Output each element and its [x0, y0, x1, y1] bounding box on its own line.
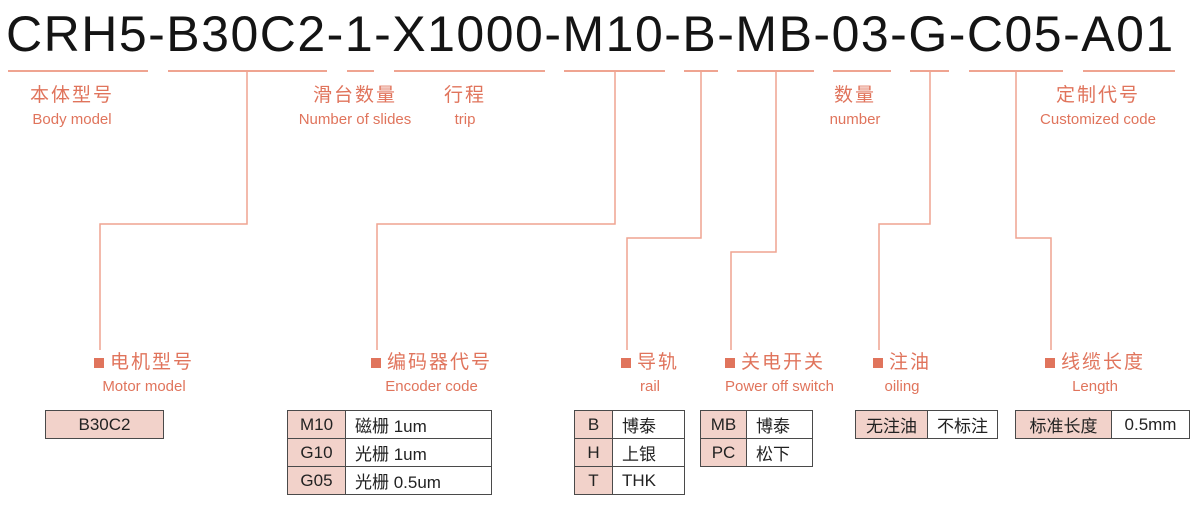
option-code-cell: 无注油 — [855, 410, 928, 439]
label-encoder-code: 编码器代号 Encoder code — [371, 351, 492, 395]
label-zh: 注油 — [889, 352, 932, 373]
option-code-cell: 标准长度 — [1015, 410, 1112, 439]
option-value-cell: 上银 — [612, 438, 685, 467]
motor-model-table: B30C2 — [45, 410, 164, 439]
option-code-cell: PC — [700, 438, 747, 467]
connector-power-off-switch — [730, 72, 777, 350]
label-oiling: 注油 oiling — [873, 351, 931, 395]
label-zh: 行程 — [443, 85, 487, 106]
bullet-icon — [94, 358, 104, 368]
option-code-cell: B30C2 — [45, 410, 164, 439]
label-zh: 线缆长度 — [1061, 352, 1146, 373]
label-en: Number of slides — [298, 111, 412, 128]
option-value-cell: 不标注 — [927, 410, 998, 439]
label-en: oiling — [884, 378, 920, 395]
table-row: B 博泰 — [574, 410, 685, 439]
option-value-cell: 光栅 1um — [345, 438, 492, 467]
option-value-cell: THK — [612, 466, 685, 495]
label-en: Body model — [32, 111, 112, 128]
label-en: Customized code — [1040, 111, 1156, 128]
option-code-cell: MB — [700, 410, 747, 439]
table-row: H 上银 — [574, 438, 685, 467]
label-zh: 关电开关 — [741, 352, 826, 373]
table-row: PC 松下 — [700, 438, 813, 467]
label-en: Length — [1072, 378, 1118, 395]
option-code-cell: T — [574, 466, 613, 495]
table-row: M10 磁栅 1um — [287, 410, 492, 439]
table-row: G10 光栅 1um — [287, 438, 492, 467]
option-value-cell: 磁栅 1um — [345, 410, 492, 439]
table-row: 无注油 不标注 — [855, 410, 998, 439]
oiling-table: 无注油 不标注 — [855, 410, 998, 439]
label-zh: 滑台数量 — [312, 85, 398, 106]
bullet-icon — [371, 358, 381, 368]
label-number-of-slides: 滑台数量 Number of slides — [299, 84, 412, 128]
option-value-cell: 光栅 0.5um — [345, 466, 492, 495]
table-row: T THK — [574, 466, 685, 495]
label-zh: 导轨 — [637, 352, 680, 373]
connector-rail — [626, 72, 702, 350]
label-body-model: 本体型号 Body model — [30, 84, 114, 128]
option-code-cell: M10 — [287, 410, 346, 439]
bullet-icon — [1045, 358, 1055, 368]
label-cable-length: 线缆长度 Length — [1045, 351, 1145, 395]
option-value-cell: 松下 — [746, 438, 813, 467]
label-zh: 数量 — [833, 85, 877, 106]
cable-length-table: 标准长度 0.5mm — [1015, 410, 1190, 439]
label-power-off-switch: 关电开关 Power off switch — [725, 351, 834, 395]
label-quantity: 数量 number — [830, 84, 881, 128]
option-value-cell: 博泰 — [746, 410, 813, 439]
label-en: Motor model — [102, 378, 186, 395]
label-zh: 本体型号 — [29, 85, 115, 106]
table-row: G05 光栅 0.5um — [287, 466, 492, 495]
label-zh: 定制代号 — [1055, 85, 1140, 106]
connector-oiling — [878, 72, 931, 350]
option-value-cell: 博泰 — [612, 410, 685, 439]
label-zh: 编码器代号 — [387, 352, 493, 373]
connector-encoder-code — [376, 72, 616, 350]
label-en: rail — [640, 378, 661, 395]
bullet-icon — [725, 358, 735, 368]
bullet-icon — [621, 358, 631, 368]
drop-connectors — [99, 72, 1052, 350]
label-en: trip — [454, 111, 476, 128]
power-off-switch-table: MB 博泰 PC 松下 — [700, 410, 813, 467]
connector-motor-model — [99, 72, 248, 350]
option-code-cell: B — [574, 410, 613, 439]
table-row: B30C2 — [45, 410, 164, 439]
label-en: Encoder code — [385, 378, 478, 395]
label-zh: 电机型号 — [110, 352, 195, 373]
encoder-code-table: M10 磁栅 1um G10 光栅 1um G05 光栅 0.5um — [287, 410, 492, 495]
option-value-cell: 0.5mm — [1111, 410, 1190, 439]
option-code-cell: G05 — [287, 466, 346, 495]
table-row: 标准长度 0.5mm — [1015, 410, 1190, 439]
model-number: CRH5-B30C2-1-X1000-M10-B-MB-03-G-C05-A01 — [6, 6, 1175, 62]
label-en: Power off switch — [725, 378, 834, 395]
bullet-icon — [873, 358, 883, 368]
table-row: MB 博泰 — [700, 410, 813, 439]
label-rail: 导轨 rail — [621, 351, 679, 395]
label-en: number — [829, 111, 881, 128]
label-motor-model: 电机型号 Motor model — [94, 351, 194, 395]
label-trip: 行程 trip — [444, 84, 486, 128]
rail-table: B 博泰 H 上银 T THK — [574, 410, 685, 495]
option-code-cell: G10 — [287, 438, 346, 467]
option-code-cell: H — [574, 438, 613, 467]
label-customized-code: 定制代号 Customized code — [1040, 84, 1156, 128]
